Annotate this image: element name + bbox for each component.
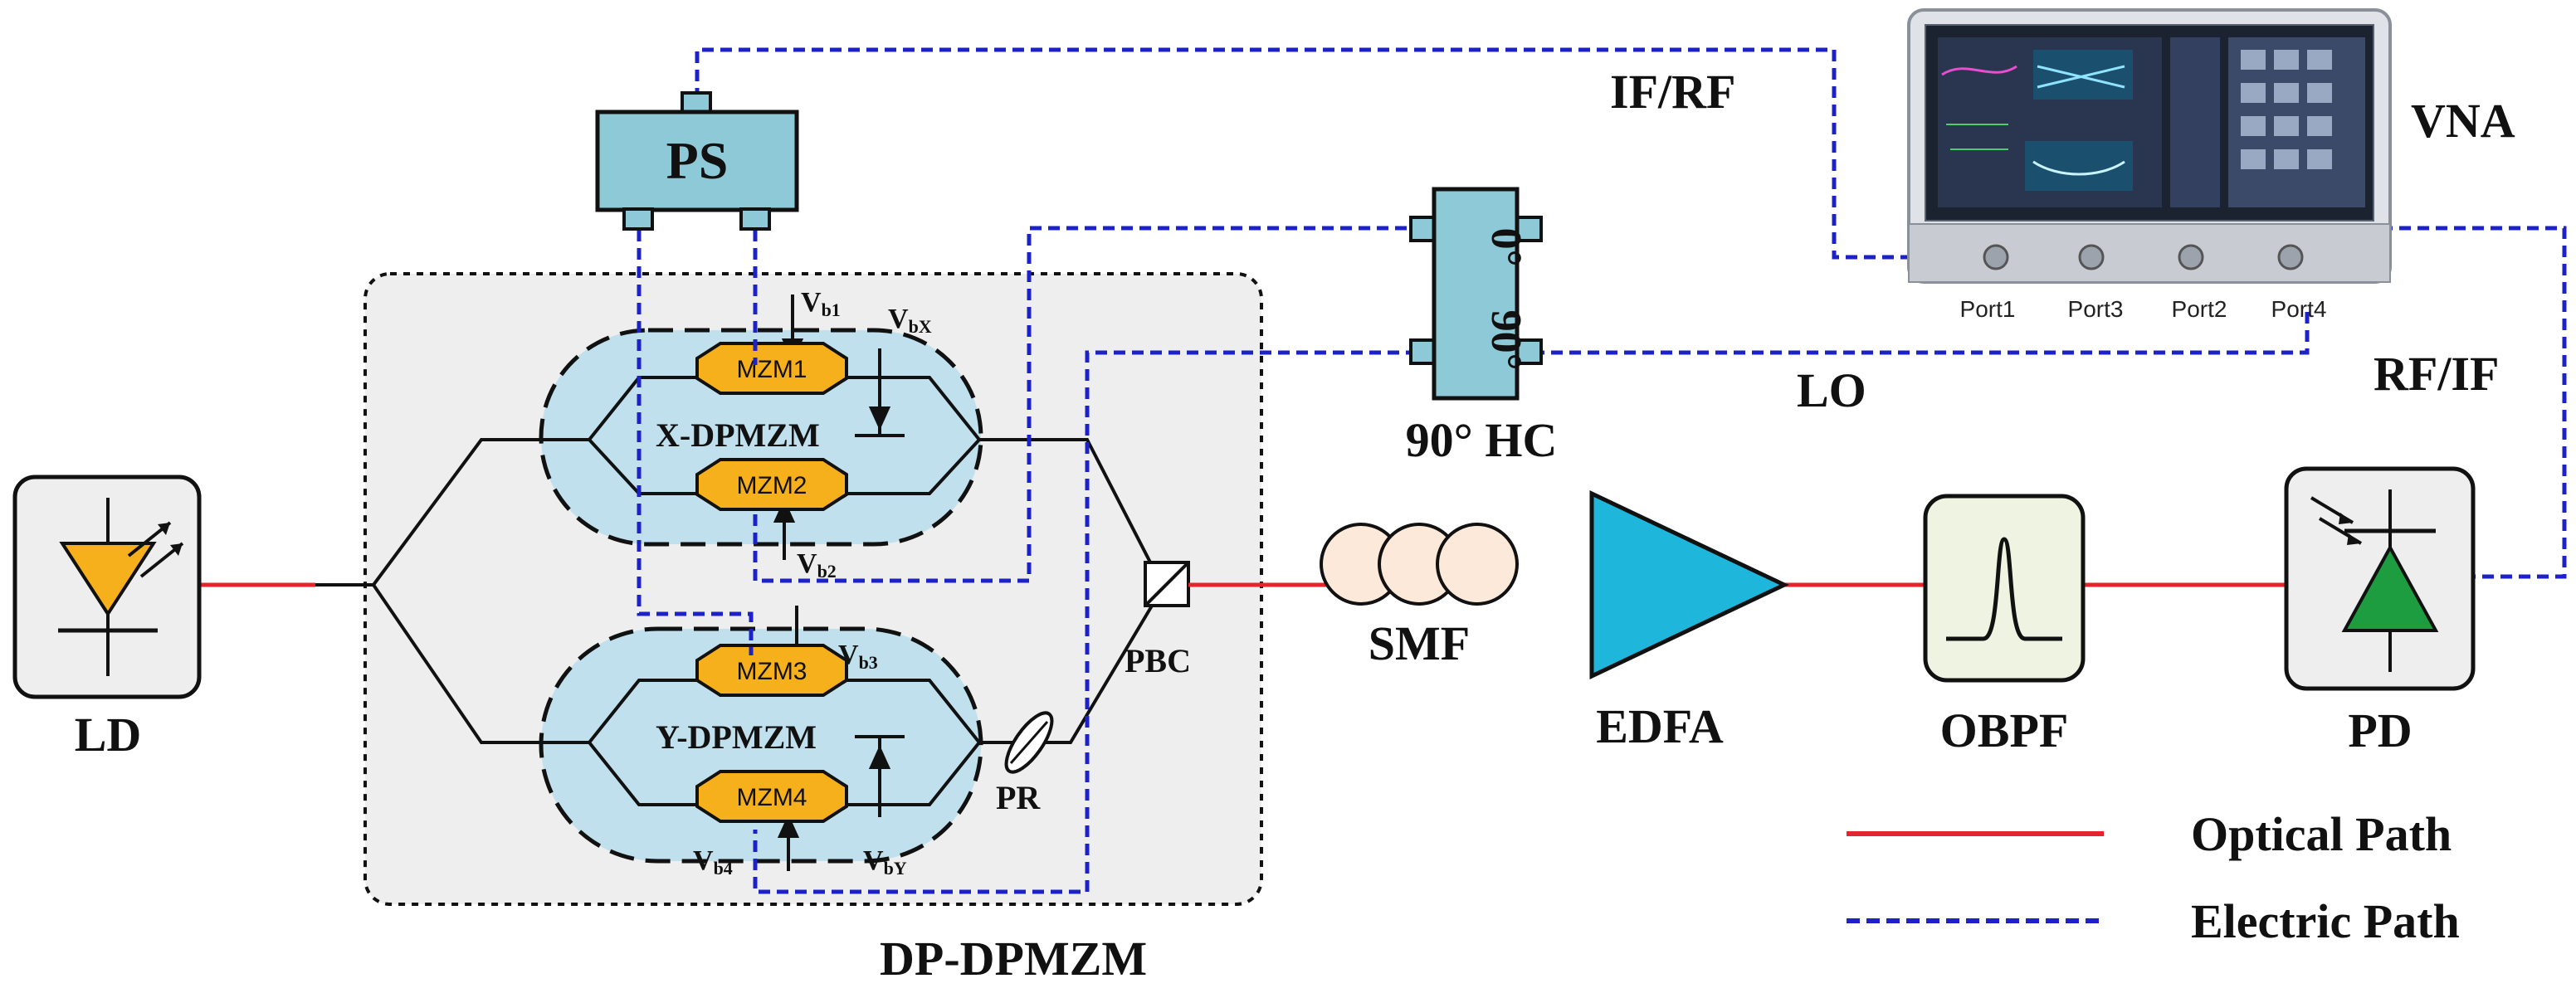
mzm4: MZM4 [695,770,848,823]
vna-screen [1938,37,2365,207]
polarization-rotator: PR [996,711,1054,816]
port4-label: Port4 [2271,296,2327,322]
lo-label: LO [1797,363,1866,417]
y-dpmzm-label: Y-DPMZM [656,718,817,756]
edfa-label: EDFA [1596,699,1724,753]
hybrid-coupler: 0° 90° 90° HC [1406,187,1558,467]
mzm3: MZM3 [695,644,848,697]
laser-diode: LD [12,475,202,762]
port4-connector [2277,244,2304,270]
port1-connector [1983,244,2009,270]
mzm2: MZM2 [695,458,848,511]
port3-connector [2078,244,2105,270]
rf-if-label: RF/IF [2374,347,2499,401]
port1-label: Port1 [1960,296,2016,322]
smf-label: SMF [1368,616,1470,670]
vna-label: VNA [2411,94,2515,148]
edfa: EDFA [1589,490,1789,753]
legend: Optical Path Electric Path [1847,807,2460,948]
pr-label: PR [996,779,1041,816]
mzm2-label: MZM2 [737,472,807,499]
obpf-label: OBPF [1940,703,2069,757]
pbc: PBC [1125,561,1191,679]
mzm4-label: MZM4 [737,784,807,811]
vb1-label: Vb1 [801,287,841,320]
obpf: OBPF [1923,494,2086,757]
x-dpmzm-cloud [539,328,983,547]
hybrid-port-90-label: 90° [1482,310,1530,371]
dp-dpmzm-label: DP-DPMZM [880,932,1147,986]
fiber-spool: SMF [1320,523,1519,670]
vna-instrument: Port1 Port3 Port2 Port4 VNA [1907,8,2515,322]
pd-label: PD [2348,703,2412,757]
port2-connector [2178,244,2204,270]
vbx-label: VbX [888,304,932,337]
vb3-label: Vb3 [838,640,878,673]
hybrid-port-0-label: 0° [1482,228,1530,267]
mzm1: MZM1 [695,342,848,395]
power-splitter: PS [595,91,799,231]
legend-optical-label: Optical Path [2191,807,2452,861]
ld-label: LD [75,708,142,762]
if-rf-label: IF/RF [1610,65,1735,119]
mzm3-label: MZM3 [737,658,807,685]
photodiode: PD [2284,466,2476,757]
vby-label: VbY [863,845,907,879]
legend-electric-label: Electric Path [2191,894,2460,948]
ps-label: PS [666,131,729,190]
port2-label: Port2 [2172,296,2227,322]
pbc-label: PBC [1125,642,1191,679]
x-dpmzm-label: X-DPMZM [656,416,820,454]
mzm1-label: MZM1 [737,356,807,383]
port3-label: Port3 [2068,296,2124,322]
hybrid-label: 90° HC [1406,413,1558,467]
vb4-label: Vb4 [693,845,733,879]
vb2-label: Vb2 [797,548,837,582]
